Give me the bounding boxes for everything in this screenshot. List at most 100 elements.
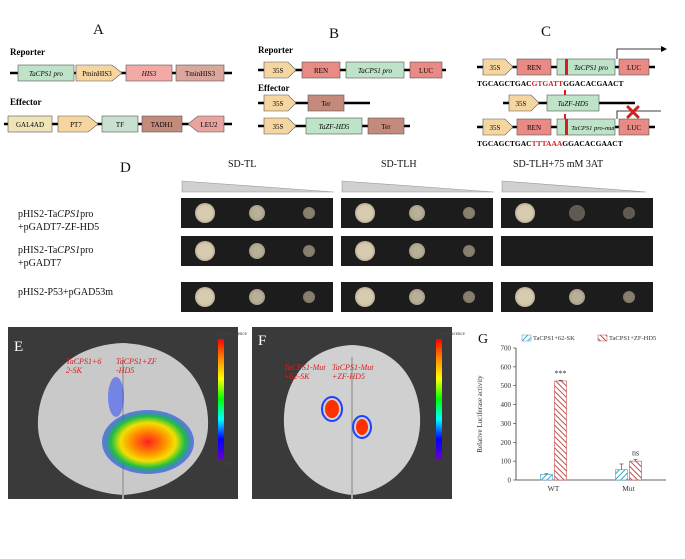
panel-a-label: A — [93, 22, 104, 38]
panel-c-diagram: 35S REN TaCPS1 pro LUC TGCAGCTGACGTGATTG… — [477, 46, 667, 148]
row-label-3: pHIS2-P53+pGAD53m — [18, 287, 114, 298]
colony-spot — [623, 291, 635, 303]
row-label-1: pHIS2-TaCPS1pro +pGADT7-ZF-HD5 — [18, 209, 100, 233]
colony-spot — [355, 241, 375, 261]
colony-spot — [303, 291, 315, 303]
colony-spot — [515, 203, 535, 223]
svg-text:TaCPS1 pro-mut: TaCPS1 pro-mut — [571, 125, 615, 132]
y-tick-label: 300 — [501, 420, 512, 428]
e-right-label: TaCPS1+ZF-HD5 — [116, 357, 157, 375]
svg-text:35S: 35S — [516, 100, 527, 108]
y-tick-label: 0 — [508, 477, 512, 485]
svg-text:TADH1: TADH1 — [151, 121, 174, 129]
colony-spot — [463, 245, 475, 257]
colony-spot — [463, 291, 475, 303]
colorbar-e: Luminescence Counts — [218, 332, 247, 467]
panel-a-diagram: Reporter TaCPS1 pro PminHIS3 HIS3 TminHI… — [4, 47, 232, 133]
condition-sd-tl: SD-TL — [228, 159, 257, 170]
colony-spot — [195, 287, 215, 307]
colony-spot — [623, 207, 635, 219]
yeast-plate — [501, 282, 653, 312]
svg-text:35S: 35S — [490, 64, 501, 72]
svg-text:GAL4AD: GAL4AD — [16, 121, 44, 129]
y-tick-label: 100 — [501, 458, 512, 466]
svg-text:LEU2: LEU2 — [200, 121, 218, 129]
cross-icon — [626, 105, 640, 119]
y-tick-label: 200 — [501, 439, 512, 447]
svg-text:TaCPS1 pro: TaCPS1 pro — [358, 67, 392, 75]
svg-text:HIS3: HIS3 — [141, 70, 157, 78]
yeast-plate — [341, 282, 493, 312]
svg-text:TaZF-HD5: TaZF-HD5 — [319, 123, 350, 131]
colony-spot — [409, 243, 425, 259]
svg-text:LUC: LUC — [627, 124, 641, 132]
colony-spot — [409, 289, 425, 305]
y-tick-label: 400 — [501, 401, 512, 409]
tminhis3-box — [175, 64, 225, 82]
panel-e-label: E — [14, 339, 24, 355]
y-axis-label: Relative Luciferase activity — [476, 375, 484, 453]
colony-spot — [569, 289, 585, 305]
bar — [615, 469, 628, 481]
pminhis3-arrow — [75, 64, 123, 82]
panel-g-label: G — [478, 332, 489, 347]
significance-label: ns — [632, 449, 639, 458]
yeast-plate — [341, 236, 493, 266]
colorbar-f: Luminescence — [436, 332, 465, 484]
effector-label: Effector — [10, 97, 41, 107]
svg-text:PT7: PT7 — [70, 121, 82, 129]
svg-text:REN: REN — [527, 124, 541, 132]
colony-spot — [515, 287, 535, 307]
svg-text:PminHIS3: PminHIS3 — [82, 70, 112, 78]
his3-box — [125, 64, 173, 82]
svg-text:TF: TF — [116, 121, 124, 129]
svg-text:TaCPS1 pro: TaCPS1 pro — [29, 70, 63, 78]
y-tick-label: 700 — [501, 345, 512, 353]
condition-sd-tlh: SD-TLH — [381, 159, 417, 170]
bar — [554, 380, 567, 481]
panel-f-label: F — [258, 333, 267, 349]
colony-spot — [249, 289, 265, 305]
significance-label: *** — [555, 369, 567, 378]
svg-text:35S: 35S — [490, 124, 501, 132]
svg-text:TaCPS1 pro: TaCPS1 pro — [574, 64, 608, 72]
f-left-label: TaCPS1-Mut+62-SK — [284, 363, 326, 381]
x-tick-label: Mut — [622, 484, 635, 493]
svg-text:TGCAGCTGACTTTAAAGGACACGAACT: TGCAGCTGACTTTAAAGGACACGAACT — [477, 139, 623, 148]
legend-label: TaCPS1+ZF-HD5 — [609, 335, 656, 342]
yeast-plate — [341, 198, 493, 228]
dilution-wedges — [181, 180, 647, 193]
svg-text:REN: REN — [314, 67, 328, 75]
svg-text:35S: 35S — [273, 67, 284, 75]
colony-spot — [409, 205, 425, 221]
panel-d-label: D — [120, 160, 131, 176]
svg-text:TaZF-HD5: TaZF-HD5 — [558, 100, 589, 108]
bar — [629, 460, 642, 481]
svg-text:Ter: Ter — [321, 100, 331, 108]
svg-text:LUC: LUC — [419, 67, 433, 75]
svg-text:REN: REN — [527, 64, 541, 72]
y-tick-label: 600 — [501, 363, 512, 371]
colony-spot — [463, 207, 475, 219]
y-tick-label: 500 — [501, 382, 512, 390]
colony-spot — [355, 287, 375, 307]
svg-text:Ter: Ter — [381, 123, 391, 131]
svg-text:35S: 35S — [273, 123, 284, 131]
colony-spot — [249, 243, 265, 259]
svg-text:TminHIS3: TminHIS3 — [185, 70, 215, 78]
reporter-label: Reporter — [10, 47, 45, 57]
yeast-plate — [181, 236, 333, 266]
panel-f-image: F TaCPS1-Mut+62-SK TaCPS1-Mut+ZF-HD5 — [252, 327, 452, 499]
panel-b-diagram: Reporter 35S REN TaCPS1 pro LUC Effector… — [258, 45, 446, 135]
yeast-plate — [501, 236, 653, 266]
f-right-label: TaCPS1-Mut+ZF-HD5 — [332, 363, 374, 381]
yeast-plate — [501, 198, 653, 228]
x-tick-label: WT — [548, 484, 560, 493]
legend-label: TaCPS1+62-SK — [533, 335, 575, 342]
colony-spot — [355, 203, 375, 223]
legend-swatch — [521, 334, 532, 342]
bar — [540, 474, 553, 481]
colony-spot — [303, 245, 315, 257]
